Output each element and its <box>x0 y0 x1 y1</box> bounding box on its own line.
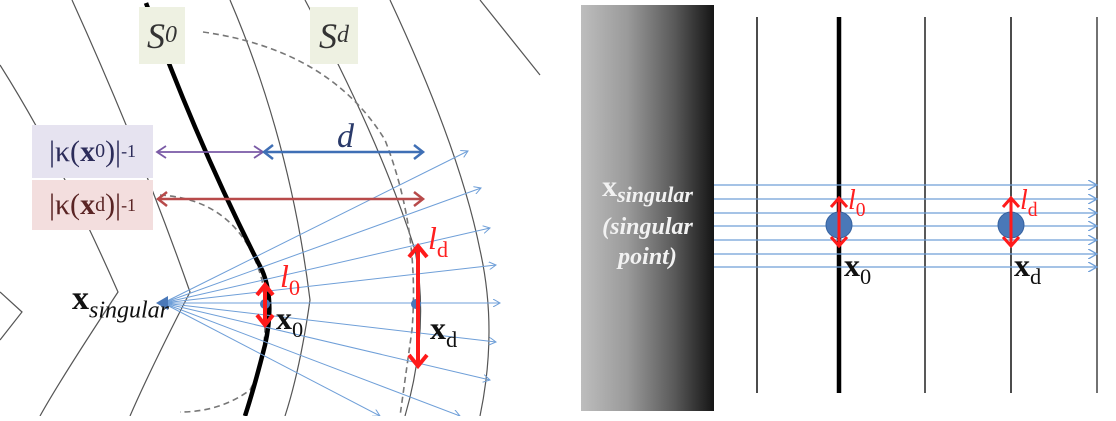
length-ld-label: ld <box>1020 185 1038 221</box>
point-x0-label: x0 <box>276 300 304 342</box>
distance-d-label: d <box>337 118 354 155</box>
planar-wavefront-panel: xsingular (singular point) l0 ld x0 xd <box>560 0 1116 416</box>
distance-d-arrow <box>261 144 426 160</box>
osculating-circles <box>159 31 415 417</box>
singular-desc-line2: point) <box>618 244 677 270</box>
ld-arrow <box>407 242 429 370</box>
s0-surface-curve <box>143 2 272 417</box>
singular-point-label: xsingular <box>602 170 693 208</box>
singular-desc-line1: (singular <box>602 214 693 240</box>
level-set-curves <box>0 0 541 417</box>
parallel-rays <box>714 185 1097 267</box>
l0-arrow <box>829 195 849 249</box>
point-xd-label: xd <box>1014 247 1042 289</box>
length-l0-label: l0 <box>280 258 301 300</box>
singular-region <box>581 5 714 411</box>
ld-arrow <box>1001 195 1021 249</box>
singular-point-label: xsingular <box>72 280 170 324</box>
singular-point-marker <box>156 296 168 310</box>
point-x0-label: x0 <box>844 247 872 289</box>
planar-wavefront-diagram <box>714 17 1116 393</box>
l0-arrow <box>255 281 275 329</box>
length-l0-label: l0 <box>848 185 866 221</box>
rays <box>162 151 500 416</box>
wavefront-lines <box>756 17 1098 393</box>
kappa-xd-arrow <box>155 191 426 207</box>
curved-wavefront-diagram <box>0 0 541 417</box>
length-ld-label: ld <box>428 220 449 262</box>
point-xd-label: xd <box>430 310 458 352</box>
